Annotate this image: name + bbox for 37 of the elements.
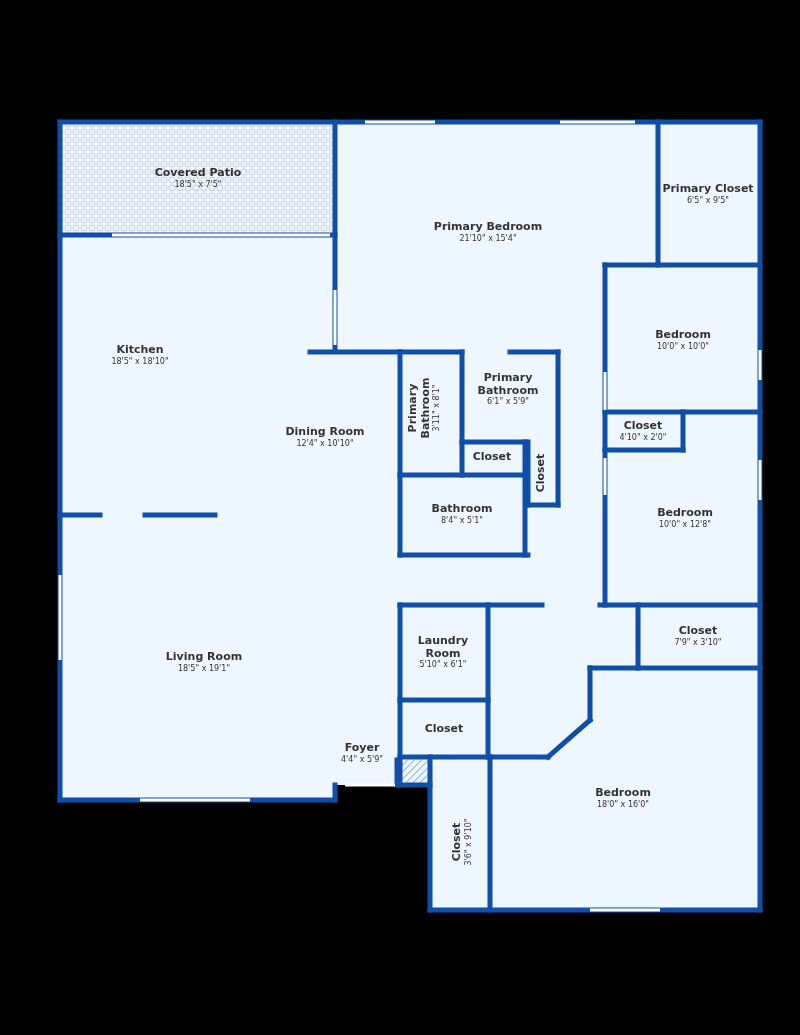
room-dimensions: 10'0" x 12'8" [657,519,713,529]
room-name: Primary Closet [662,183,754,196]
room-name: Bathroom [431,503,493,516]
room-name: Closet [677,625,719,638]
room-dimensions: 3'11" x 8'1" [432,383,442,434]
room-name: Primary Bedroom [433,221,543,234]
room-name: Kitchen [115,344,165,357]
room-name: Closet [622,420,664,433]
room-dimensions: 5'10" x 6'1" [418,660,468,670]
room-dimensions: 10'0" x 10'0" [655,341,711,351]
room-dimensions: 6'5" x 9'5" [686,195,730,205]
room-name: Closet [424,722,464,736]
room-dimensions: 18'5" x 19'1" [176,663,232,673]
room-name: Closet [534,453,548,493]
room-name: Foyer [343,742,381,755]
room-name: Living Room [165,651,243,664]
room-name: Closet [472,450,512,464]
room-dimensions: 18'5" x 7'5" [173,179,223,189]
room-dimensions: 18'5" x 18'10" [111,356,169,366]
room-name: Laundry Room [416,634,470,660]
room-dimensions: 4'10" x 2'0" [619,432,667,442]
room-dimensions: 4'4" x 5'9" [341,754,383,764]
room-name: Closet [451,821,464,864]
room-dimensions: 18'0" x 16'0" [595,799,651,809]
room-dimensions: 7'9" x 3'10" [674,637,722,647]
room-name: Bedroom [595,787,651,800]
room-name: Dining Room [285,426,365,439]
room-name: Bedroom [655,329,711,342]
room-name: Primary Bathroom [476,371,540,397]
room-name: Bedroom [657,507,713,520]
room-name: Covered Patio [154,167,242,180]
room-dimensions: 6'1" x 5'9" [486,397,530,407]
room-name: Primary Bathroom [406,376,432,441]
room-dimensions: 21'10" x 15'4" [458,233,518,243]
room-dimensions: 8'4" x 5'1" [440,515,484,525]
room-dimensions: 12'4" x 10'10" [295,438,355,448]
room-dimensions: 3'6" x 9'10" [463,818,473,866]
